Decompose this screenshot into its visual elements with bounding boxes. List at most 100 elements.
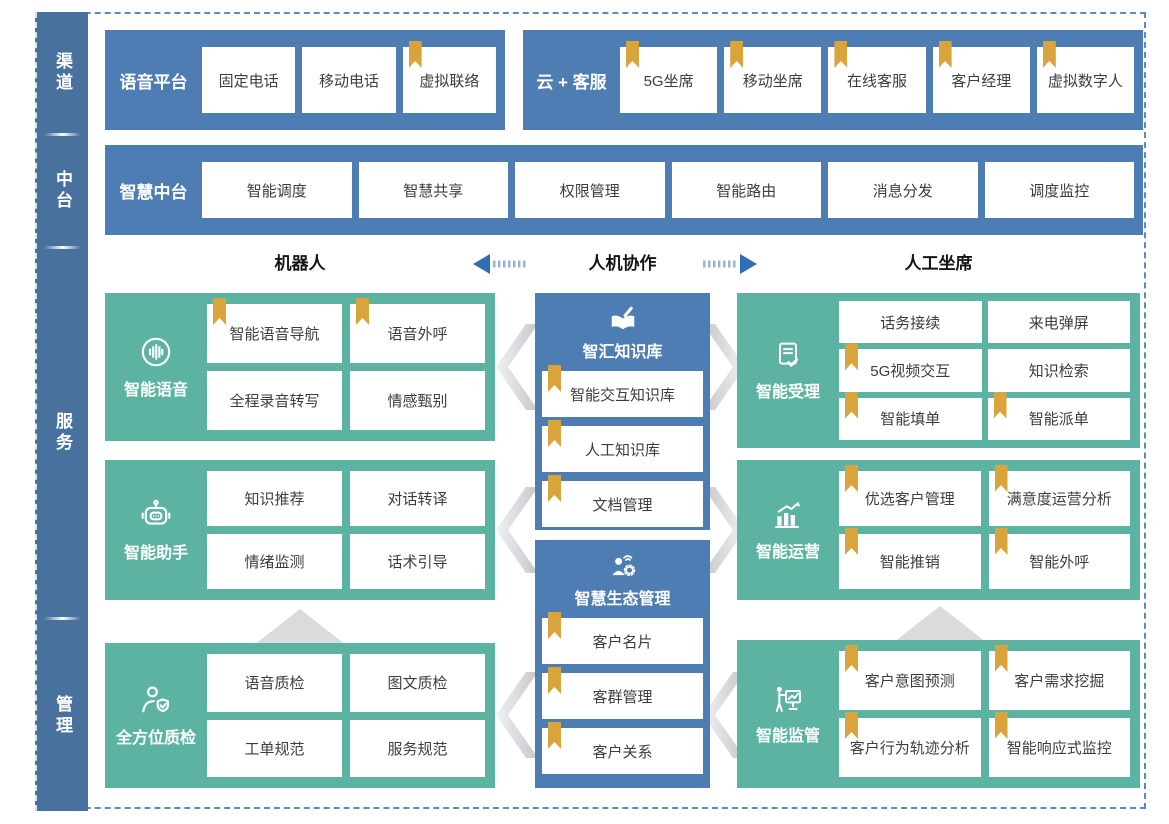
chevron-left-icon [496, 324, 538, 410]
box-label: 客群管理 [592, 688, 653, 706]
box-label: 文档管理 [592, 496, 653, 514]
bookmark-ribbon-icon [845, 465, 858, 492]
up-triangle-icon [894, 606, 986, 642]
block-ecosystem-management: 智慧生态管理 客户名片 客群管理 客户关系 [535, 540, 710, 788]
smart-middle-items: 智能调度 智慧共享 权限管理 智能路由 消息分发 调度监控 [202, 162, 1143, 218]
bookmark-ribbon-icon [548, 420, 561, 447]
diagram-box: 移动电话 [302, 47, 396, 113]
box-label: 满意度运营分析 [1006, 491, 1112, 508]
box-label: 权限管理 [559, 182, 620, 200]
diagram-box: 客户意图预测 [839, 645, 981, 710]
block-title: 智慧生态管理 [574, 591, 671, 608]
box-label: 服务规范 [387, 740, 448, 758]
block-smart-operation-items: 优选客户管理 满意度运营分析 智能推销 智能外呼 [839, 460, 1140, 600]
box-label: 语音外呼 [387, 326, 448, 343]
block-smart-acceptance-label: 智能受理 [737, 293, 839, 448]
smart-middle-title: 智慧中台 [119, 182, 188, 202]
sidebar-section-service: 服务 [37, 249, 88, 617]
book-pen-icon [607, 305, 639, 335]
sidebar-label-service: 服务 [53, 412, 72, 454]
person-network-icon [607, 552, 639, 582]
chevron-left-icon [496, 672, 538, 758]
diagram-box: 虚拟数字人 [1036, 41, 1135, 113]
box-label: 来电弹屏 [1028, 314, 1089, 332]
block-ecosystem-management-header: 智慧生态管理 [542, 548, 703, 618]
sidebar-divider [43, 617, 82, 620]
diagram-box: 客户关系 [542, 722, 703, 774]
bookmark-ribbon-icon [1042, 41, 1056, 68]
block-title: 智能语音 [123, 381, 188, 399]
block-smart-operation: 智能运营 优选客户管理 满意度运营分析 智能推销 智能外呼 [737, 460, 1140, 600]
block-title: 全方位质检 [115, 730, 196, 747]
diagram-box: 客群管理 [542, 667, 703, 719]
diagram-box: 智能填单 [839, 391, 982, 440]
diagram-box: 智能路由 [671, 162, 821, 218]
box-label: 智能派单 [1028, 411, 1089, 429]
diagram-box: 移动坐席 [724, 41, 822, 113]
diagram-box: 智能交互知识库 [542, 365, 703, 417]
bookmark-ribbon-icon [845, 528, 858, 555]
diagram-box: 固定电话 [202, 47, 296, 113]
bookmark-ribbon-icon [845, 343, 858, 371]
block-smart-assistant-items: 知识推荐 对话转译 情绪监测 话术引导 [207, 460, 495, 600]
box-label: 5G坐席 [643, 72, 694, 90]
sidebar-label-management: 管理 [53, 694, 72, 737]
diagram-box: 对话转译 [350, 471, 485, 526]
diagram-box: 智能响应式监控 [988, 712, 1130, 777]
voice-wave-icon [139, 335, 173, 369]
sidebar-divider [43, 246, 82, 249]
diagram-box: 情绪监测 [207, 534, 342, 589]
box-label: 智能填单 [880, 411, 941, 429]
sidebar-divider [43, 133, 82, 136]
chevron-left-icon [496, 487, 538, 573]
diagram-box: 智能调度 [202, 162, 352, 218]
box-label: 话务接续 [880, 314, 941, 332]
bookmark-ribbon-icon [845, 712, 858, 739]
presenter-board-icon [772, 683, 804, 715]
box-label: 智能路由 [716, 182, 777, 200]
block-title: 智能运营 [755, 543, 820, 561]
block-title: 智汇知识库 [582, 344, 663, 361]
diagram-box: 话务接续 [839, 301, 982, 344]
diagram-box: 客户需求挖掘 [988, 645, 1130, 710]
diagram-box: 优选客户管理 [839, 465, 981, 526]
header-human-agent: 人工坐席 [904, 254, 973, 273]
bookmark-ribbon-icon [548, 475, 561, 502]
diagram-box: 话术引导 [350, 534, 485, 589]
block-smart-operation-label: 智能运营 [737, 460, 839, 600]
block-smart-voice-label: 智能语音 [105, 293, 207, 441]
block-smart-voice-items: 智能语音导航 语音外呼 全程录音转写 情感甄别 [207, 293, 495, 441]
bookmark-ribbon-icon [993, 391, 1007, 419]
cloud-service-items: 5G坐席 移动坐席 在线客服 客户经理 虚拟数字人 [620, 41, 1143, 113]
diagram-box: 知识检索 [987, 349, 1130, 392]
box-label: 5G视频交互 [870, 362, 951, 380]
chart-growth-icon [772, 499, 804, 531]
sidebar-label-channel: 渠道 [53, 51, 72, 94]
diagram-box: 工单规范 [207, 719, 342, 777]
block-smart-acceptance: 智能受理 话务接续 来电弹屏 5G视频交互 知识检索 智能填单 智能派单 [737, 293, 1140, 448]
header-robot: 机器人 [274, 254, 326, 273]
diagram-box: 来电弹屏 [987, 301, 1130, 344]
up-triangle-icon [254, 609, 346, 645]
right-dashed-arrow-icon [703, 254, 757, 274]
box-label: 客户关系 [592, 743, 653, 761]
diagram-box: 文档管理 [542, 475, 703, 527]
block-knowledge-base: 智汇知识库 智能交互知识库 人工知识库 文档管理 [535, 293, 710, 530]
block-smart-assistant-label: 智能助手 [105, 460, 207, 600]
cloud-service-title: 云 + 客服 [536, 72, 607, 92]
diagram-box: 满意度运营分析 [988, 465, 1130, 526]
box-label: 知识推荐 [244, 491, 305, 508]
box-label: 消息分发 [872, 182, 933, 200]
box-label: 固定电话 [218, 72, 279, 90]
box-label: 智能外呼 [1029, 554, 1090, 571]
box-label: 智能推销 [879, 554, 940, 571]
diagram-box: 语音质检 [207, 654, 342, 712]
sidebar-section-channel: 渠道 [37, 12, 88, 133]
bookmark-ribbon-icon [548, 722, 561, 749]
block-smart-voice: 智能语音 智能语音导航 语音外呼 全程录音转写 情感甄别 [105, 293, 495, 441]
bookmark-ribbon-icon [994, 528, 1008, 555]
bookmark-ribbon-icon [408, 41, 422, 68]
diagram-box: 智能派单 [987, 391, 1130, 440]
block-quality-inspection-label: 全方位质检 [105, 643, 207, 788]
